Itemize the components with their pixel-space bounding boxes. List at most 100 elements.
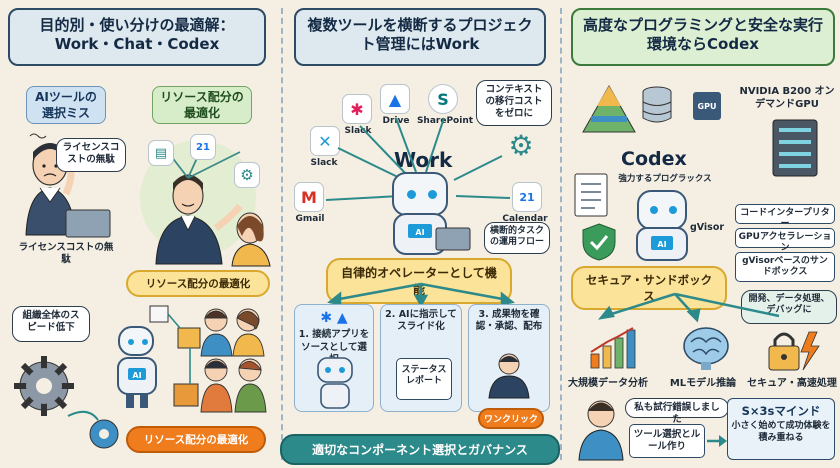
codex-sublabel: 強力するプログラックス	[595, 172, 735, 184]
tool-mistake-text: AIツールの選択ミス	[35, 90, 97, 120]
shield-check-icon	[582, 223, 616, 261]
middle-title-text: 複数ツールを横断するプロジェクト管理にはWork	[307, 16, 533, 53]
gvisor-tag: gVisor	[687, 222, 727, 233]
hub-arrows	[325, 117, 511, 201]
bar-chart-icon	[590, 327, 636, 369]
svg-text:AI: AI	[415, 228, 424, 237]
right-title: 高度なプログラミングと安全な実行環境ならCodex	[571, 8, 835, 66]
document-icon	[574, 173, 608, 217]
dev-use-bubble-text: 開発、データ処理、デバッグに	[748, 294, 830, 316]
work-label: Work	[394, 148, 452, 172]
codex-robot-head	[637, 190, 687, 230]
status-report-doc: ステータスレポート	[396, 358, 452, 400]
drive-label: Drive	[368, 116, 424, 126]
gpu-chip: GPU	[693, 92, 721, 120]
svg-text:AI: AI	[132, 371, 141, 380]
feature-box-sandbox: gVisorベースのサンドボックス	[735, 252, 835, 282]
feature-sandbox-text: gVisorベースのサンドボックス	[742, 256, 828, 278]
left-robot-eye-left	[128, 339, 134, 345]
left-robot-body: AI	[117, 357, 157, 408]
slack-logo-icon: ✱	[342, 94, 372, 124]
codex-robot-eye-left	[650, 206, 658, 214]
status-report-text: ステータスレポート	[401, 365, 447, 387]
slack-icon: ✕	[310, 126, 340, 156]
flow-bubble: 横断的タスクの運用フロー	[484, 222, 550, 254]
sharepoint-icon: S	[428, 84, 458, 114]
pyramid-illustration	[582, 84, 636, 133]
trial-error-bubble-text: 私も試行錯誤しました	[634, 402, 720, 425]
work-robot-head	[392, 172, 448, 216]
trial-error-bubble: 私も試行錯誤しました	[625, 398, 729, 425]
right-title-text: 高度なプログラミングと安全な実行環境ならCodex	[582, 16, 823, 53]
gmail-label: Gmail	[286, 214, 334, 224]
drive-icon: ▲	[380, 84, 410, 114]
left-robot-eye-right	[142, 339, 148, 345]
gpu-chip-text: GPU	[697, 101, 717, 111]
license-cost-bubble: ライセンスコストの無駄	[56, 138, 126, 172]
svg-text:AI: AI	[657, 240, 666, 249]
allocation-banner-text: リソース配分の最適化	[145, 278, 251, 290]
speed-drop-bubble: 組織全体のスピード低下	[12, 306, 90, 342]
codex-robot-eye-right	[669, 206, 677, 214]
work-robot-eye-right	[428, 190, 437, 199]
slack-label-top: Slack	[330, 126, 386, 136]
license-cost-caption-text: ライセンスコストの無駄	[18, 242, 114, 266]
box-flow-illustration	[149, 305, 201, 407]
slack-label-left: Slack	[296, 158, 352, 168]
step-3-text: 3. 成果物を確認・承認、配布	[475, 309, 543, 333]
use-label-secure-text: セキュア・高速処理	[747, 378, 837, 389]
one-click-button[interactable]: ワンクリック	[478, 408, 544, 429]
middle-title: 複数ツールを横断するプロジェクト管理にはWork	[294, 8, 546, 66]
left-title: 目的別・使い分けの最適解：Work・Chat・Codex	[8, 8, 266, 66]
step-1-robot	[317, 357, 353, 409]
license-cost-bubble-text: ライセンスコストの無駄	[62, 142, 120, 165]
gvisor-tag-text: gVisor	[689, 222, 725, 233]
allocation-tag-text: リソース配分の最適化	[160, 90, 244, 120]
calendar-icon: 21	[512, 182, 542, 212]
mindset-title: S×3sマインド	[741, 404, 821, 418]
use-label-ml-text: MLモデル推論	[669, 378, 737, 389]
gpu-label-text: NVIDIA B200 オンデマンドGPU	[739, 86, 835, 110]
step-2-text: 2. AIに指示してスライド化	[385, 309, 457, 333]
allocation-bottom-banner-text: リソース配分の最適化	[143, 434, 249, 446]
lock-bolt-icon	[768, 331, 820, 371]
use-label-secure: セキュア・高速処理	[745, 374, 839, 389]
left-robot-head	[118, 326, 154, 356]
step-3-person	[488, 353, 530, 399]
left-panel: 目的別・使い分けの最適解：Work・Chat・Codex AIツールの選択ミス …	[0, 0, 275, 468]
codex-label-text: Codex	[621, 148, 687, 170]
middle-panel: 複数ツールを横断するプロジェクト管理にはWork ✕ Slack ✱ Slack…	[286, 0, 556, 468]
work-label-text: Work	[394, 148, 453, 172]
sharepoint-label-text: SharePoint	[416, 116, 474, 126]
feature-box-gpu: GPUアクセラレーション	[735, 228, 835, 253]
speed-drop-bubble-text: 組織全体のスピード低下	[22, 310, 80, 333]
right-panel: 高度なプログラミングと安全な実行環境ならCodex GPU NVIDIA B20…	[565, 0, 840, 468]
slack-label-left-text: Slack	[310, 158, 338, 168]
tool-mistake-tag: AIツールの選択ミス	[26, 86, 106, 124]
license-cost-caption: ライセンスコストの無駄	[18, 242, 114, 267]
calendar-label: Calendar	[496, 214, 554, 224]
work-robot-body: AI	[393, 213, 471, 255]
calendar-label-text: Calendar	[502, 214, 548, 224]
calendar-small-icon: 21	[190, 134, 216, 160]
allocation-banner: リソース配分の最適化	[126, 270, 270, 297]
slack-label-top-text: Slack	[344, 126, 372, 136]
brain-icon	[683, 327, 729, 370]
rule-arrow	[707, 435, 727, 447]
mindset-box: S×3sマインド 小さく始めて成功体験を積み重ねる	[727, 398, 835, 460]
left-title-text: 目的別・使い分けの最適解：Work・Chat・Codex	[39, 16, 235, 53]
dev-use-bubble: 開発、データ処理、デバッグに	[741, 290, 837, 324]
feature-box-interpreter: コードインタープリター	[735, 204, 835, 229]
businessman-allocation-illustration	[140, 137, 271, 267]
gear-cluster-illustration	[14, 356, 119, 449]
thinking-person	[578, 400, 624, 461]
sharepoint-label: SharePoint	[410, 116, 480, 126]
divider-left	[281, 8, 283, 460]
team-group-illustration	[200, 308, 267, 413]
rule-making-text: ツール選択とルール作り	[633, 429, 701, 452]
flow-bubble-text: 横断的タスクの運用フロー	[490, 226, 545, 248]
gear-icon: ⚙	[508, 128, 534, 162]
codex-sublabel-text: 強力するプログラックス	[618, 174, 712, 184]
divider-right	[560, 8, 562, 460]
context-cost-bubble-text: コンテキストの移行コストをゼロに	[485, 84, 543, 119]
